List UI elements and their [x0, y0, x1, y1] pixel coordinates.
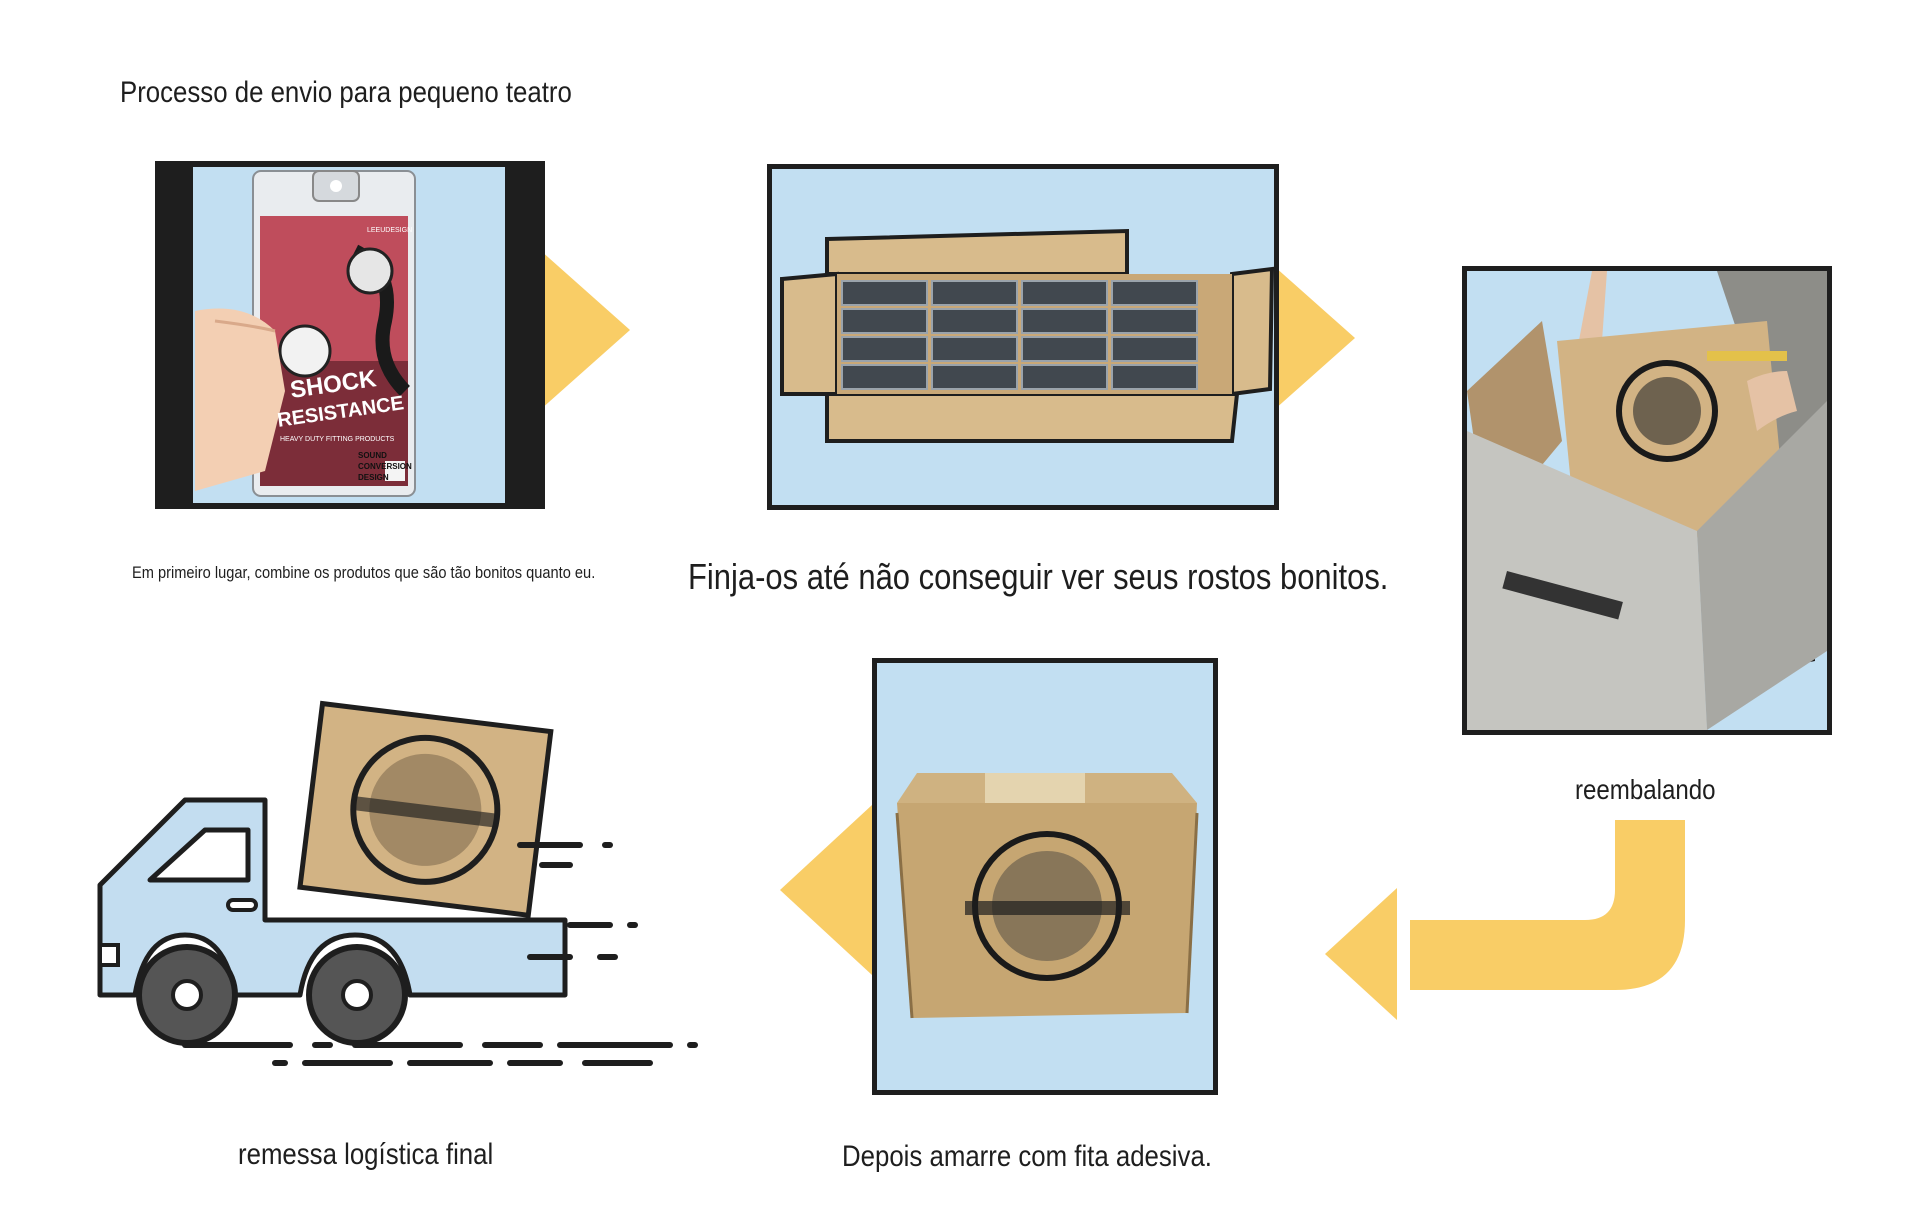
step-repack-caption: reembalando	[1575, 774, 1716, 805]
package-label-heavy-duty: HEAVY DUTY FITTING PRODUCTS	[280, 436, 395, 443]
step-tape-photo	[872, 658, 1218, 1095]
delivery-truck-icon	[97, 700, 698, 1066]
u-turn-arrow-icon	[1325, 820, 1685, 1020]
step-box-photo	[767, 164, 1279, 510]
open-box-icon	[780, 228, 1274, 443]
step-combine-caption: Em primeiro lugar, combine os produtos q…	[132, 563, 596, 582]
package-label-conversion: CONVERSION	[358, 462, 412, 471]
step-ship-caption: remessa logística final	[238, 1138, 494, 1171]
taped-box-icon	[895, 773, 1199, 1019]
package-label-design: DESIGN	[358, 473, 389, 482]
repacking-box-icon	[1467, 271, 1827, 730]
package-label-sound: SOUND	[358, 451, 387, 460]
package-brand-label: LEEUDESIGN	[367, 227, 413, 234]
arrow-left-icon	[780, 805, 872, 975]
product-package-icon	[195, 170, 416, 497]
step-combine-photo: SHOCK RESISTANCE HEAVY DUTY FITTING PROD…	[155, 161, 545, 509]
arrow-right-icon	[1265, 258, 1355, 418]
step-tape-caption: Depois amarre com fita adesiva.	[842, 1140, 1212, 1173]
step-box-caption: Finja-os até não conseguir ver seus rost…	[688, 556, 1389, 597]
arrow-right-icon	[540, 250, 630, 410]
page-title: Processo de envio para pequeno teatro	[120, 76, 572, 109]
step-repack-photo	[1462, 266, 1832, 735]
